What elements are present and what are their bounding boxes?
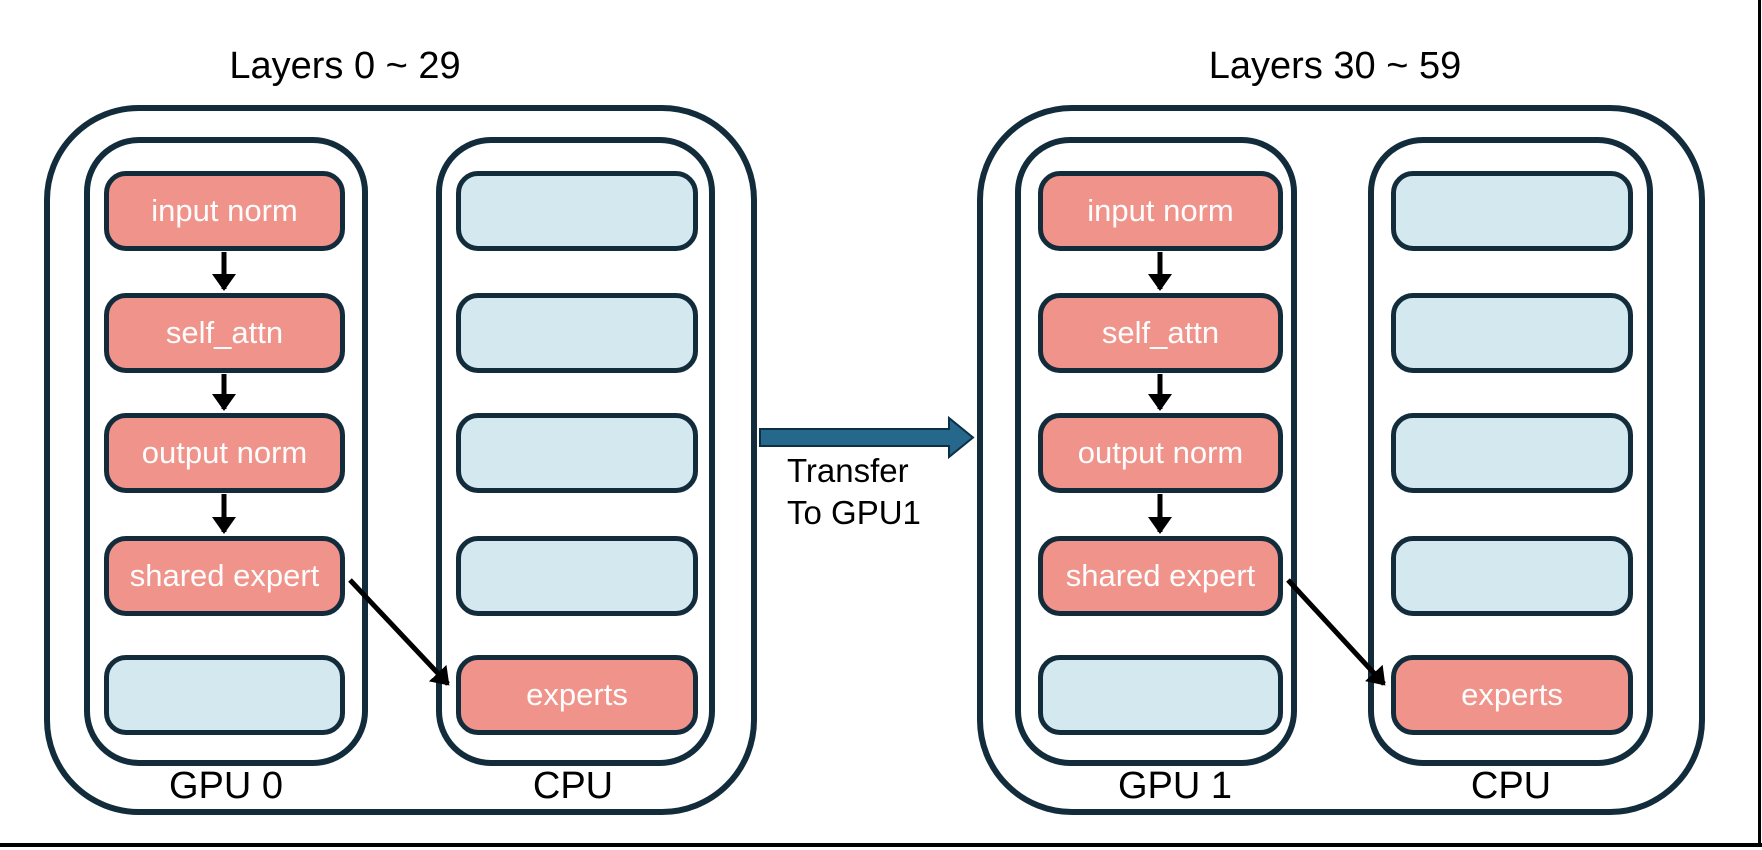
node-box-output-norm: output norm: [104, 413, 345, 493]
left-cpu-label: CPU: [532, 765, 614, 807]
node-box-empty: [456, 293, 698, 373]
gpu0-label: GPU 0: [168, 765, 284, 807]
right-group-title: Layers 30 ~ 59: [1208, 45, 1462, 87]
node-box-self-attn: self_attn: [104, 293, 345, 373]
node-box-output-norm: output norm: [1038, 413, 1283, 493]
right-cpu-label: CPU: [1470, 765, 1552, 807]
node-box-shared-expert: shared expert: [104, 536, 345, 616]
transfer-label-line1: Transfer: [787, 452, 909, 489]
node-box-empty: [1391, 413, 1633, 493]
node-box-empty: [456, 171, 698, 251]
node-box-empty: [1391, 293, 1633, 373]
node-box-self-attn: self_attn: [1038, 293, 1283, 373]
gpu1-label: GPU 1: [1117, 765, 1233, 807]
node-box-empty: [1391, 171, 1633, 251]
left-group-title: Layers 0 ~ 29: [229, 45, 461, 87]
frame-right-line: [1758, 0, 1761, 847]
node-box-empty: [456, 536, 698, 616]
transfer-label: Transfer To GPU1: [787, 450, 921, 534]
transfer-label-line2: To GPU1: [787, 494, 921, 531]
frame-bottom-line: [0, 843, 1762, 847]
node-box-input-norm: input norm: [104, 171, 345, 251]
node-box-input-norm: input norm: [1038, 171, 1283, 251]
node-box-empty: [1038, 655, 1283, 735]
node-box-shared-expert: shared expert: [1038, 536, 1283, 616]
node-box-empty: [456, 413, 698, 493]
node-box-experts: experts: [456, 655, 698, 735]
node-box-experts: experts: [1391, 655, 1633, 735]
node-box-empty: [1391, 536, 1633, 616]
node-box-empty: [104, 655, 345, 735]
